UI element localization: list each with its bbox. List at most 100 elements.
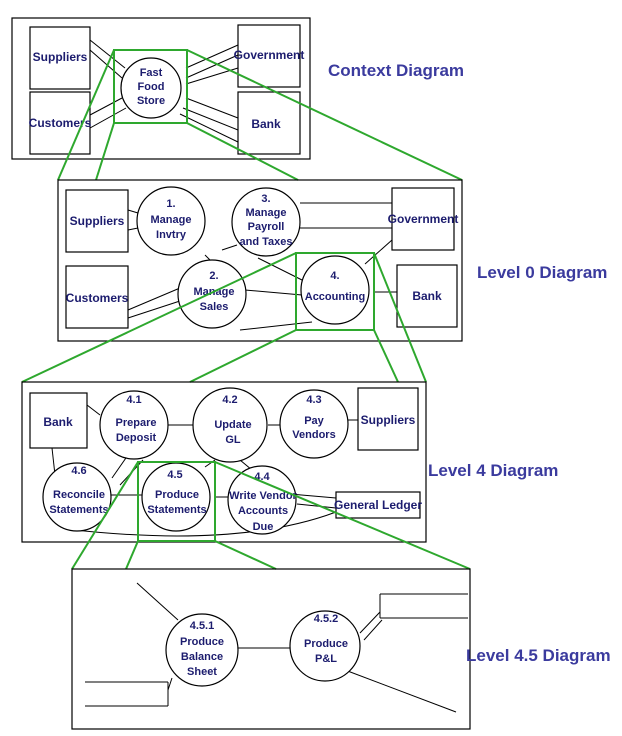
level0-process1-line2: Manage — [151, 214, 192, 226]
zoom-line-1a — [95, 122, 115, 181]
level45-process451-line2: Produce — [180, 636, 224, 648]
level4-process46-line2: Reconcile — [53, 489, 105, 501]
level4-process42-line3: GL — [225, 434, 241, 446]
zoom-line-2d — [373, 329, 399, 383]
level4-process43-circle — [279, 389, 349, 459]
level4-process46-line3: Statements — [49, 504, 108, 516]
level4-bank-box — [29, 392, 88, 449]
context-government-label: Government — [234, 48, 305, 62]
level0-process3-circle — [231, 187, 301, 257]
level0-process1-line3: Invtry — [156, 229, 187, 241]
zoom-line-1c — [57, 49, 115, 181]
level0-process4-line2: Accounting — [305, 291, 366, 303]
level4-suppliers-label: Suppliers — [361, 413, 416, 427]
level45-process452-line3: P&L — [315, 653, 337, 665]
level4-process45-line3: Statements — [147, 504, 206, 516]
zoom-line-3d — [214, 540, 277, 570]
context-zoom-highlight — [113, 49, 188, 124]
level45-process452-line2: Produce — [304, 638, 348, 650]
level0-process2-circle — [177, 259, 247, 329]
level4-zoom-highlight — [137, 461, 216, 542]
level0-frame — [57, 179, 463, 342]
level0-process3-line4: and Taxes — [240, 236, 293, 248]
context-government-box — [237, 24, 301, 88]
zoom-line-3b — [125, 540, 139, 570]
level4-process41-line1: 4.1 — [126, 394, 141, 406]
level4-process46-line1: 4.6 — [71, 465, 86, 477]
level0-process4-line1: 4. — [330, 270, 339, 282]
zoom-line-2a — [21, 252, 297, 383]
level4-process44-line4: Due — [253, 521, 274, 533]
zoom-line-2c — [373, 252, 427, 383]
level0-process2-line3: Sales — [200, 301, 229, 313]
level4-frame — [21, 381, 427, 543]
level4-bank-label: Bank — [43, 415, 73, 429]
context-diagram-title: Context Diagram — [328, 61, 464, 80]
level0-diagram: Suppliers Customers Government Bank 1. M… — [57, 179, 607, 342]
zoom-line-2b — [189, 329, 297, 383]
level0-customers-label: Customers — [66, 291, 129, 305]
zoom-line-3c — [214, 461, 471, 570]
level45-frame — [71, 568, 471, 730]
level0-suppliers-label: Suppliers — [70, 214, 125, 228]
zoom-line-1d — [186, 49, 463, 181]
context-process-line2: Food — [138, 81, 165, 93]
level4-process44-line2: Write Vendor — [229, 490, 297, 502]
level4-process44-line3: Accounts — [238, 505, 288, 517]
level4-process42-line2: Update — [214, 419, 251, 431]
level4-process43-line3: Vendors — [292, 429, 335, 441]
level0-bank-label: Bank — [412, 289, 442, 303]
level0-diagram-title: Level 0 Diagram — [477, 263, 607, 282]
level0-suppliers-box — [65, 189, 129, 253]
level4-process43-line2: Pay — [304, 415, 324, 427]
level45-process451-line3: Balance — [181, 651, 223, 663]
context-suppliers-label: Suppliers — [33, 50, 88, 64]
level0-process4-circle — [300, 255, 370, 325]
level45-process452-circle — [289, 610, 361, 682]
level0-zoom-highlight — [295, 252, 375, 331]
level0-bank-box — [396, 264, 458, 328]
context-diagram: Suppliers Customers Government Bank Fast… — [11, 17, 464, 160]
level45-process452-line1: 4.5.2 — [314, 613, 338, 625]
level0-process2-line1: 2. — [209, 270, 218, 282]
level4-process42-line1: 4.2 — [222, 394, 237, 406]
level4-general-ledger-box — [335, 491, 421, 519]
level4-process42-circle — [192, 387, 268, 463]
level4-suppliers-box — [357, 387, 419, 451]
level0-government-box — [391, 187, 455, 251]
level4-process44-circle — [227, 465, 297, 535]
level45-process451-line4: Sheet — [187, 666, 217, 678]
context-customers-box — [29, 91, 91, 155]
zoom-line-3a — [71, 461, 139, 570]
context-frame — [11, 17, 311, 160]
level45-diagram: 4.5.1 Produce Balance Sheet 4.5.2 Produc… — [71, 568, 611, 730]
context-bank-box — [237, 91, 301, 155]
level0-process3-line2: Manage — [246, 207, 287, 219]
level4-general-ledger-label: General Ledger — [334, 498, 422, 512]
context-suppliers-box — [29, 26, 91, 90]
context-process-circle — [120, 57, 182, 119]
level0-process1-circle — [136, 186, 206, 256]
level0-process3-line3: Payroll — [248, 221, 285, 233]
level4-process43-line1: 4.3 — [306, 394, 321, 406]
context-bank-label: Bank — [251, 117, 281, 131]
level4-process41-line2: Prepare — [116, 417, 157, 429]
context-customers-label: Customers — [29, 116, 92, 130]
level0-process3-line1: 3. — [261, 193, 270, 205]
level0-government-label: Government — [388, 212, 459, 226]
context-process-line3: Store — [137, 95, 165, 107]
zoom-line-1b — [186, 122, 299, 181]
level4-process46-circle — [42, 462, 112, 532]
level45-process451-circle — [165, 613, 239, 687]
level45-process451-line1: 4.5.1 — [190, 620, 214, 632]
level0-process1-line1: 1. — [166, 198, 175, 210]
level4-process41-circle — [99, 390, 169, 460]
level4-process41-line3: Deposit — [116, 432, 157, 444]
level4-diagram-title: Level 4 Diagram — [428, 461, 558, 480]
level4-process45-line2: Produce — [155, 489, 199, 501]
level45-diagram-title: Level 4.5 Diagram — [466, 646, 611, 665]
level4-process45-line1: 4.5 — [167, 469, 182, 481]
level0-customers-box — [65, 265, 129, 329]
context-process-line1: Fast — [140, 67, 163, 79]
